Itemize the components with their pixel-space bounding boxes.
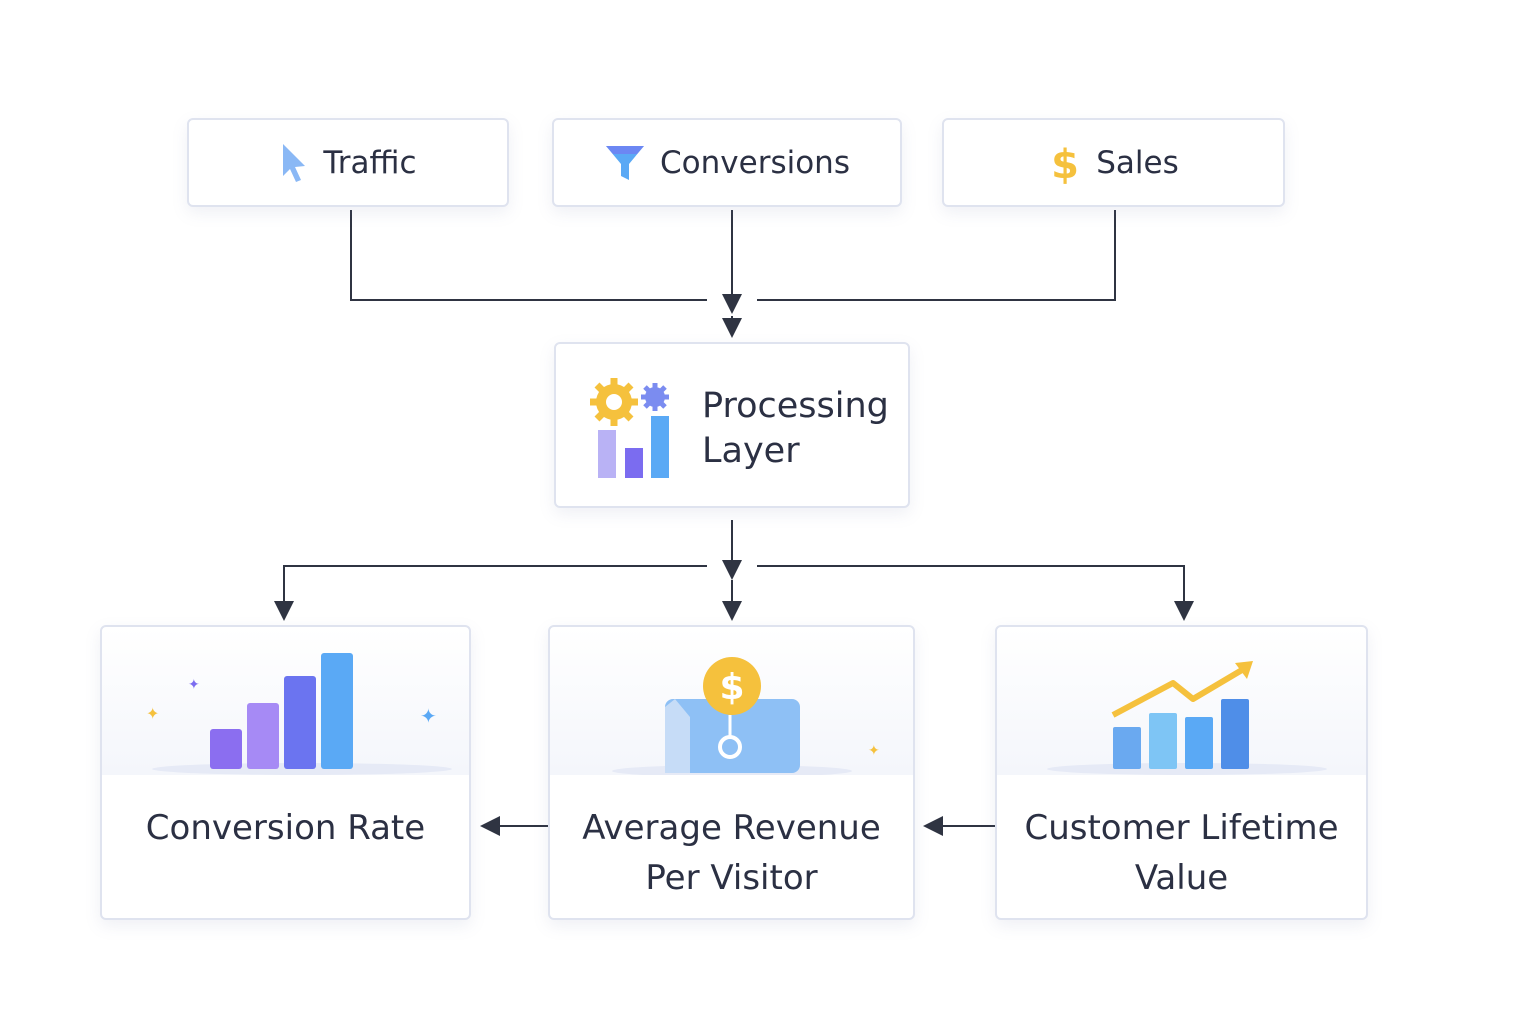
svg-text:$: $ — [719, 667, 744, 708]
gears-chart-icon — [590, 378, 669, 478]
clv-node[interactable]: Customer Lifetime Value — [995, 625, 1368, 920]
conversion-rate-label: Conversion Rate — [145, 808, 426, 848]
trend-chart-icon — [1047, 661, 1327, 775]
svg-text:✦: ✦ — [188, 677, 200, 693]
traffic-label: Traffic — [323, 144, 417, 181]
svg-text:$: $ — [1051, 142, 1079, 186]
connector-sales — [757, 210, 1116, 301]
traffic-node[interactable]: Traffic — [187, 118, 509, 207]
arpv-label: Average Revenue Per Visitor — [582, 808, 881, 898]
arpv-node[interactable]: $ ✦ Average Revenue Per Visitor — [548, 625, 915, 920]
dollar-icon: $ — [1051, 142, 1079, 186]
bar-chart-icon: ✦ ✦ ✦ — [146, 653, 452, 775]
svg-text:✦: ✦ — [146, 704, 159, 723]
connector-to-clv — [757, 565, 1194, 621]
conversions-label: Conversions — [660, 144, 850, 181]
cursor-icon — [283, 143, 306, 182]
conversion-rate-node[interactable]: ✦ ✦ ✦ Conversion Rate — [100, 625, 471, 920]
clv-label: Customer Lifetime Value — [1024, 808, 1339, 898]
conversions-node[interactable]: Conversions — [552, 118, 902, 207]
processing-node[interactable]: Processing Layer — [554, 342, 910, 508]
connector-to-conversion-rate — [274, 565, 707, 621]
processing-label: Processing Layer — [702, 386, 889, 471]
sales-label: Sales — [1096, 144, 1179, 181]
sales-node[interactable]: $ Sales — [942, 118, 1285, 207]
svg-text:✦: ✦ — [420, 704, 437, 728]
connector-traffic — [350, 210, 707, 301]
svg-text:✦: ✦ — [868, 743, 880, 759]
clv-illustration — [997, 627, 1366, 775]
coin-wallet-icon: $ ✦ — [612, 657, 880, 775]
funnel-icon — [606, 145, 645, 180]
